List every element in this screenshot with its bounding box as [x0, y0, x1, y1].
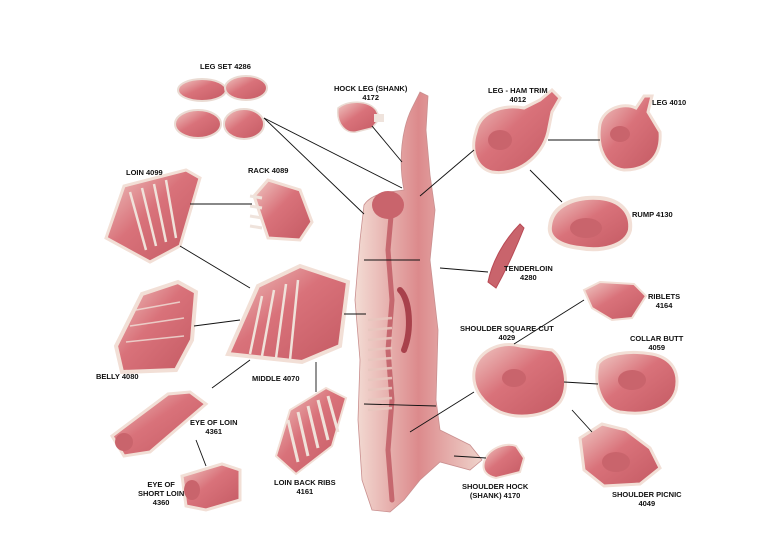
riblets-code: 4164 [655, 301, 673, 310]
shoulder-hock-image [482, 443, 526, 480]
middle-name: MIDDLE [252, 374, 281, 383]
leg-ham-trim-label: LEG - HAM TRIM 4012 [488, 86, 548, 104]
eye-of-short-loin-image [180, 462, 242, 512]
shoulder-hock-line2-and-code: (SHANK) 4170 [462, 491, 528, 500]
loin-back-ribs-label: LOIN BACK RIBS 4161 [274, 478, 336, 496]
leg-ham-trim-image [472, 87, 562, 175]
loin-image [104, 168, 202, 264]
shoulder-square-cut-image [472, 343, 568, 418]
loin-code: 4099 [146, 168, 163, 177]
leg-set-image [174, 75, 268, 140]
collar-butt-code: 4059 [648, 343, 665, 352]
loin-back-ribs-image [274, 386, 348, 476]
riblets-label: RIBLETS 4164 [648, 292, 680, 310]
rump-image [547, 195, 633, 252]
belly-label: BELLY 4080 [96, 372, 139, 381]
riblets-name: RIBLETS [648, 292, 681, 301]
shoulder-hock-line2: (SHANK) [469, 491, 502, 500]
eye-of-loin-name: EYE OF LOIN [190, 418, 238, 427]
shoulder-picnic-name: SHOULDER PICNIC [612, 490, 682, 499]
rump-name: RUMP [632, 210, 654, 219]
belly-code: 4080 [121, 372, 139, 381]
eye-of-short-loin-line1: EYE OF [147, 480, 175, 489]
rump-code: 4130 [656, 210, 673, 219]
eye-of-short-loin-line2: SHORT LOIN [138, 489, 185, 498]
leg-image [597, 94, 662, 172]
tenderloin-code: 4280 [520, 273, 537, 282]
shoulder-square-cut-name: SHOULDER SQUARE CUT [460, 324, 554, 333]
middle-code: 4070 [282, 374, 300, 383]
shoulder-picnic-label: SHOULDER PICNIC 4049 [612, 490, 682, 508]
hock-leg-code: 4172 [362, 93, 380, 102]
rack-image [249, 178, 314, 242]
shoulder-hock-label: SHOULDER HOCK (SHANK) 4170 [462, 482, 528, 500]
leader-lines [179, 117, 600, 467]
rack-label: RACK 4089 [248, 166, 288, 175]
shoulder-hock-code: 4170 [503, 491, 521, 500]
leg-ham-trim-code: 4012 [509, 95, 527, 104]
middle-image [225, 263, 351, 365]
leg-set-name: LEG SET [200, 62, 233, 71]
half-carcass [354, 91, 483, 513]
rump-label: RUMP 4130 [632, 210, 673, 219]
leg-set-code: 4286 [234, 62, 251, 71]
loin-back-ribs-name: LOIN BACK RIBS [274, 478, 336, 487]
collar-butt-label: COLLAR BUTT 4059 [630, 334, 683, 352]
eye-of-loin-code: 4361 [205, 427, 223, 436]
collar-butt-name: COLLAR BUTT [630, 334, 684, 343]
riblets-image [582, 280, 648, 322]
shoulder-hock-line1: SHOULDER HOCK [462, 482, 529, 491]
rack-name: RACK [248, 166, 270, 175]
leg-label: LEG 4010 [652, 98, 686, 107]
belly-image [113, 279, 199, 375]
shoulder-square-cut-label: SHOULDER SQUARE CUT 4029 [460, 324, 554, 342]
tenderloin-label: TENDERLOIN 4280 [504, 264, 553, 282]
middle-label: MIDDLE 4070 [252, 374, 300, 383]
rack-code: 4089 [271, 166, 289, 175]
leg-set-label: LEG SET 4286 [200, 62, 251, 71]
hock-leg-name: HOCK LEG (SHANK) [334, 84, 408, 93]
loin-back-ribs-code: 4161 [296, 487, 314, 496]
eye-of-loin-image [110, 390, 209, 458]
shoulder-picnic-code: 4049 [638, 499, 656, 508]
leg-name: LEG [652, 98, 668, 107]
leg-ham-trim-name: LEG - HAM TRIM [488, 86, 548, 95]
loin-name: LOIN [126, 168, 144, 177]
hock-leg-label: HOCK LEG (SHANK) 4172 [334, 84, 407, 102]
hock-leg-image [337, 101, 384, 133]
eye-of-loin-label: EYE OF LOIN 4361 [190, 418, 238, 436]
tenderloin-name: TENDERLOIN [504, 264, 553, 273]
shoulder-picnic-image [578, 422, 662, 488]
eye-of-short-loin-code: 4360 [152, 498, 170, 507]
collar-butt-image [595, 350, 679, 415]
leg-code: 4010 [669, 98, 687, 107]
tenderloin-image [487, 223, 525, 289]
belly-name: BELLY [96, 372, 120, 381]
shoulder-square-cut-code: 4029 [498, 333, 516, 342]
loin-label: LOIN 4099 [126, 168, 163, 177]
eye-of-short-loin-label: EYE OF SHORT LOIN 4360 [138, 480, 184, 507]
